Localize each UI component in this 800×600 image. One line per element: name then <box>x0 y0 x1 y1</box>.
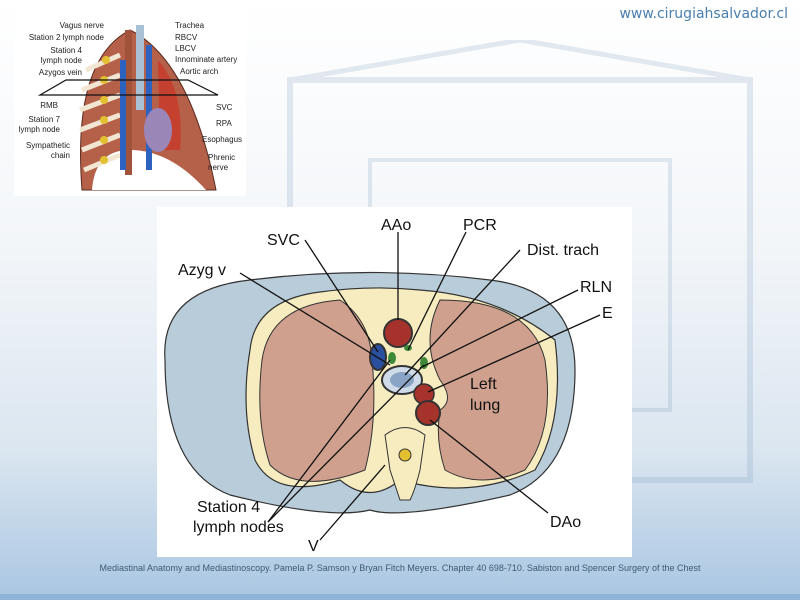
label-aortic-arch: Aortic arch <box>180 67 218 76</box>
ribcage-drawing <box>37 25 219 191</box>
label-sympathetic-a: Sympathetic <box>26 141 70 150</box>
label-station4-a: Station 4 <box>50 46 82 55</box>
label-azygos-vein: Azygos vein <box>39 68 82 77</box>
label-aao: AAo <box>381 217 411 234</box>
label-esophagus: Esophagus <box>202 135 242 144</box>
label-rmb: RMB <box>40 101 58 110</box>
leader-lines <box>239 231 601 541</box>
thorax-illustration: Vagus nerve Station 2 lymph node Station… <box>14 0 246 196</box>
lymph-nodes <box>388 345 428 369</box>
label-rbcv: RBCV <box>175 33 198 42</box>
ascending-aorta <box>383 318 413 348</box>
label-dao: DAo <box>550 514 581 531</box>
left-labels: Vagus nerve Station 2 lymph node Station… <box>19 21 105 160</box>
trachea-lumen <box>390 372 414 388</box>
label-station4-1: Station 4 <box>197 499 260 516</box>
label-left-lung-1: Left <box>470 376 497 393</box>
label-innominate-artery: Innominate artery <box>175 55 237 64</box>
label-station4-2: lymph nodes <box>193 519 284 536</box>
label-svc-main: SVC <box>267 232 300 249</box>
citation-caption: Mediastinal Anatomy and Mediastinoscopy.… <box>99 563 701 573</box>
right-lung <box>259 299 375 482</box>
main-labels: SVC AAo PCR Dist. trach Azyg v RLN E Lef… <box>178 217 613 555</box>
label-azyg: Azyg v <box>178 262 226 279</box>
label-rpa: RPA <box>216 119 233 128</box>
label-station4-b: lymph node <box>41 56 83 65</box>
label-station7-b: lymph node <box>19 125 61 134</box>
vertebra <box>384 427 426 501</box>
label-rln: RLN <box>580 279 612 296</box>
cross-section-diagram: SVC AAo PCR Dist. trach Azyg v RLN E Lef… <box>157 207 632 557</box>
label-pcr: PCR <box>463 217 497 234</box>
label-v: V <box>308 538 319 555</box>
left-lung <box>429 299 548 481</box>
label-svc: SVC <box>216 103 233 112</box>
label-lbcv: LBCV <box>175 44 197 53</box>
label-sympathetic-b: chain <box>51 151 70 160</box>
label-phrenic-a: Phrenic <box>208 153 235 162</box>
label-station7-a: Station 7 <box>28 115 60 124</box>
label-vagus-nerve: Vagus nerve <box>60 21 105 30</box>
label-station2: Station 2 lymph node <box>29 33 105 42</box>
label-dist-trach: Dist. trach <box>527 242 599 259</box>
label-left-lung-2: lung <box>470 397 500 414</box>
label-phrenic-b: nerve <box>208 163 229 172</box>
footer-bar <box>0 594 800 600</box>
right-labels: Trachea RBCV LBCV Innominate artery Aort… <box>175 21 242 172</box>
spinal-canal <box>398 448 412 462</box>
label-trachea: Trachea <box>175 21 205 30</box>
website-url: www.cirugiahsalvador.cl <box>619 6 788 22</box>
label-e: E <box>602 305 613 322</box>
descending-aorta <box>415 400 441 426</box>
